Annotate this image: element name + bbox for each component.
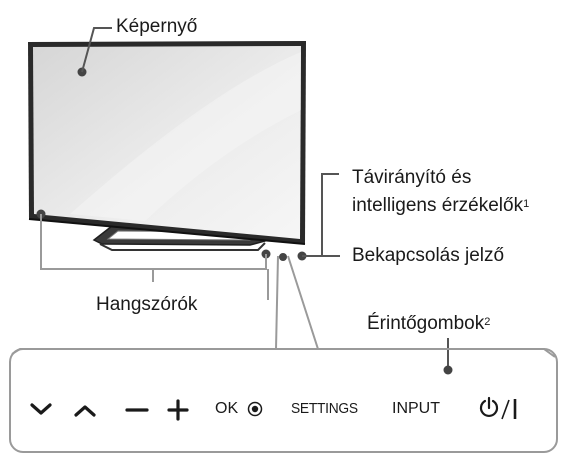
remote-sensor-label-text: intelligens érzékelők: [352, 195, 524, 216]
touch-buttons-label-text: Érintőgombok: [367, 313, 485, 334]
ok-dot-icon: [247, 401, 263, 417]
chevron-up-icon[interactable]: [74, 405, 96, 417]
remote-sensor-footnote: 1: [523, 198, 530, 210]
speakers-label: Hangszórók: [96, 294, 198, 315]
settings-button[interactable]: SETTINGS: [291, 400, 358, 417]
screen-label: Képernyő: [116, 16, 198, 37]
touch-buttons-footnote: 2: [484, 316, 491, 328]
tv-body: [28, 41, 306, 245]
chevron-down-icon[interactable]: [30, 403, 52, 415]
remote-sensor-label: Távirányító és: [352, 167, 472, 188]
remote-sensor-label-2: intelligens érzékelők1: [352, 195, 529, 217]
tv-screen: [33, 46, 301, 239]
power-icon[interactable]: [479, 396, 517, 420]
power-indicator-callout: [297, 251, 340, 261]
plus-icon[interactable]: [167, 399, 189, 421]
control-panel: [9, 348, 558, 453]
speakers-callout: [36, 209, 271, 300]
touch-buttons-label: Érintőgombok2: [367, 313, 490, 335]
power-indicator-label: Bekapcsolás jelző: [352, 245, 505, 266]
ok-button[interactable]: OK: [215, 400, 239, 417]
input-button[interactable]: INPUT: [392, 400, 440, 417]
screen-callout: [77, 27, 112, 77]
